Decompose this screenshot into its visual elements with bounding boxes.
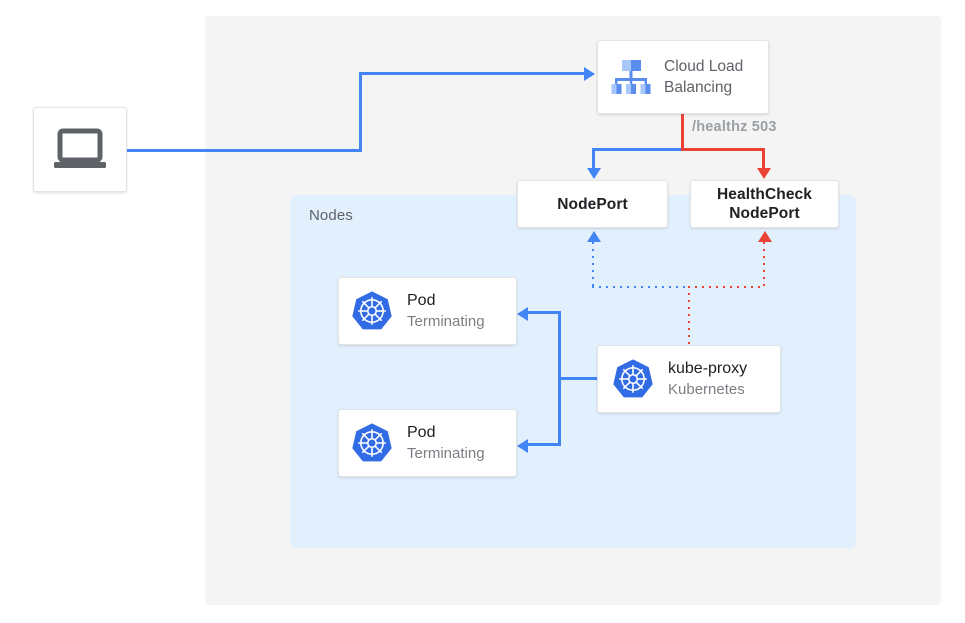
pod-2-status: Terminating [407, 445, 485, 462]
kube-proxy-title: kube-proxy [668, 360, 748, 377]
client-node[interactable] [33, 107, 127, 192]
edge-kubeproxy-to-pods-h [558, 377, 600, 380]
edge-kubeproxy-to-hcnodeport-v [763, 242, 765, 288]
healthcheck-nodeport-label: HealthCheck NodePort [717, 185, 812, 223]
nodeport-label: NodePort [557, 195, 628, 213]
hc-nodeport-line2: NodePort [729, 205, 800, 222]
edge-kubeproxy-stem [688, 286, 690, 346]
pod-1-status: Terminating [407, 313, 485, 330]
edge-kubeproxy-to-nodeport-arrow [586, 231, 601, 242]
edge-healthz-h [681, 148, 765, 151]
edge-clb-to-nodeport-h [592, 148, 684, 151]
edge-kubeproxy-to-pods-v [558, 311, 561, 446]
pod-1-title: Pod [407, 292, 436, 309]
edge-kubeproxy-to-pod2-arrow [517, 438, 528, 453]
laptop-icon [54, 128, 106, 168]
edge-healthz-v2 [762, 148, 765, 169]
edge-kubeproxy-to-pod1-arrow [517, 306, 528, 321]
nodes-panel-label: Nodes [309, 207, 353, 224]
kubernetes-icon [613, 359, 653, 398]
edge-kubeproxy-to-pod2-h [528, 443, 561, 446]
kube-proxy-text: kube-proxy Kubernetes [668, 358, 747, 400]
kube-proxy-subtitle: Kubernetes [668, 381, 745, 398]
edge-kubeproxy-to-nodeport-h [592, 286, 690, 288]
edge-kubeproxy-to-hcnodeport-h [688, 286, 765, 288]
edge-kubeproxy-to-nodeport-v [592, 242, 594, 288]
pod-2-text: Pod Terminating [407, 422, 485, 464]
clb-label-line2: Balancing [664, 79, 733, 96]
cloud-load-balancing-icon [611, 60, 651, 94]
pod-1-text: Pod Terminating [407, 290, 485, 332]
pod-2-title: Pod [407, 424, 436, 441]
edge-clb-to-nodeport-arrow [586, 168, 601, 179]
pod-1-node[interactable]: Pod Terminating [338, 277, 517, 345]
edge-clb-to-nodeport-v2 [592, 148, 595, 169]
edge-client-to-clb-h1 [127, 149, 362, 152]
edge-client-to-clb-arrow [584, 66, 595, 81]
cloud-load-balancing-node[interactable]: Cloud Load Balancing [597, 40, 769, 114]
clb-label-line1: Cloud Load [664, 58, 744, 75]
edge-client-to-clb-h2 [359, 72, 584, 75]
kube-proxy-node[interactable]: kube-proxy Kubernetes [597, 345, 781, 413]
cloud-load-balancing-label: Cloud Load Balancing [664, 56, 743, 98]
edge-kubeproxy-to-hcnodeport-arrow [757, 231, 772, 242]
kubernetes-icon [352, 291, 392, 330]
nodeport-node[interactable]: NodePort [517, 180, 668, 228]
hc-nodeport-line1: HealthCheck [717, 186, 812, 203]
edge-client-to-clb-v [359, 72, 362, 152]
edge-kubeproxy-to-pod1-h [528, 311, 561, 314]
pod-2-node[interactable]: Pod Terminating [338, 409, 517, 477]
edge-healthz-arrow [756, 168, 771, 179]
edge-healthz-v1 [681, 114, 684, 151]
healthz-edge-label: /healthz 503 [692, 119, 777, 135]
kubernetes-icon [352, 423, 392, 462]
healthcheck-nodeport-node[interactable]: HealthCheck NodePort [690, 180, 839, 228]
